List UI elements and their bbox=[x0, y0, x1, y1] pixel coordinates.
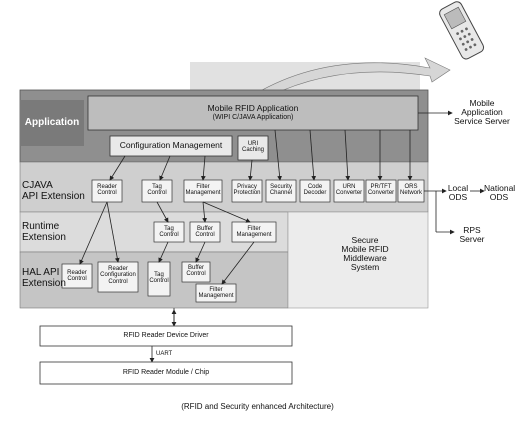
app-box bbox=[88, 96, 418, 130]
layer-application: Application bbox=[22, 118, 82, 129]
uart-label: UART bbox=[156, 351, 186, 357]
cjava-reader-control: Reader Control bbox=[92, 184, 122, 197]
hal-filter-management: Filter Management bbox=[196, 287, 236, 300]
hal-tag-control: Tag Control bbox=[148, 272, 170, 285]
rps-server: RPS Server bbox=[454, 226, 490, 244]
config-mgmt-label: Configuration Management bbox=[110, 141, 232, 150]
national-ods: National ODS bbox=[484, 184, 514, 202]
layer-cjava: CJAVA API Extension bbox=[22, 181, 86, 202]
middleware-label: Secure Mobile RFID Middleware System bbox=[320, 236, 410, 272]
cjava-filter-management: Filter Management bbox=[184, 184, 222, 197]
layer-runtime: Runtime Extension bbox=[22, 222, 86, 243]
mobile-service-server: Mobile Application Service Server bbox=[452, 99, 512, 126]
hal-buffer-control: Buffer Control bbox=[182, 265, 210, 278]
cjava-privacy-protection: Privacy Protection bbox=[232, 184, 262, 197]
runtime-buffer-control: Buffer Control bbox=[190, 226, 220, 239]
cjava-security-channel: Security Channel bbox=[266, 184, 296, 197]
cjava-code-decoder: Code Decoder bbox=[300, 184, 330, 197]
layer-halapi: HAL API Extension bbox=[22, 268, 62, 289]
app-box-title: Mobile RFID Application bbox=[88, 104, 418, 113]
cjava-prtft-converter: PR/TFT Converter bbox=[366, 184, 396, 197]
hal-reader-control: Reader Control bbox=[62, 270, 92, 283]
mobile-phone-icon bbox=[438, 0, 485, 61]
app-box-subtitle: (WIPI C/JAVA Application) bbox=[88, 114, 418, 121]
figure-caption: (RFID and Security enhanced Architecture… bbox=[0, 402, 515, 411]
uri-caching-label: URI Caching bbox=[238, 141, 268, 154]
module-label: RFID Reader Module / Chip bbox=[40, 369, 292, 376]
runtime-tag-control: Tag Control bbox=[154, 226, 184, 239]
cjava-ors-network: ORS Network bbox=[398, 184, 424, 197]
hal-reader-configuration-control: Reader Configuration Control bbox=[98, 266, 138, 285]
cjava-tag-control: Tag Control bbox=[142, 184, 172, 197]
local-ods: Local ODS bbox=[446, 184, 470, 202]
driver-label: RFID Reader Device Driver bbox=[40, 332, 292, 339]
cjava-urn-converter: URN Converter bbox=[334, 184, 364, 197]
runtime-filter-management: Filter Management bbox=[232, 226, 276, 239]
